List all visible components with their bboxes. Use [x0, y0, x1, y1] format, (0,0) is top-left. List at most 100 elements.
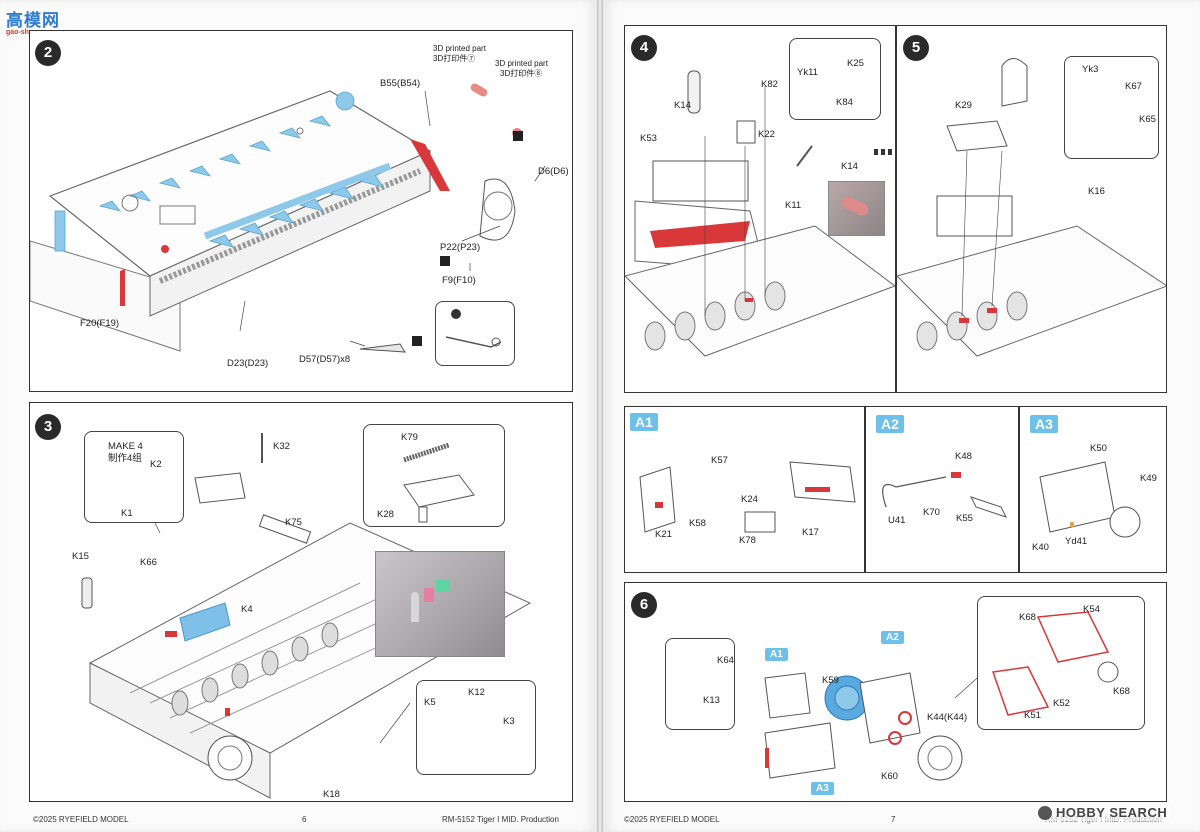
label-k67: K67	[1125, 81, 1142, 92]
label-k17: K17	[802, 527, 819, 538]
label-k55: K55	[956, 513, 973, 524]
footer-left-page-number: 6	[302, 815, 307, 824]
label-k16: K16	[1088, 186, 1105, 197]
bolt-detail-drawing	[445, 309, 502, 348]
footer-left-product: RM-5152 Tiger I MID. Production	[442, 815, 559, 824]
step-4-number: 4	[631, 35, 657, 61]
label-printed-part-1-cn: 3D打印件⑦	[433, 54, 476, 63]
step-6-k54-inset	[977, 596, 1145, 730]
step-3-panel: 3	[29, 402, 573, 802]
label-k13: K13	[703, 695, 720, 706]
label-k14-top: K14	[674, 100, 691, 111]
label-yk3: Yk3	[1082, 64, 1099, 75]
label-k65: K65	[1139, 114, 1156, 125]
a3-illustration	[1039, 461, 1141, 538]
label-k4: K4	[241, 604, 253, 615]
label-yk11: Yk11	[797, 67, 818, 78]
photo-pink-part	[424, 588, 434, 602]
label-k32: K32	[273, 441, 290, 452]
label-k44: K44(K44)	[927, 712, 968, 723]
label-printed-part-2-cn: 3D打印件⑧	[500, 69, 543, 78]
label-d6: D6(D6)	[538, 166, 569, 177]
step-3-k79-inset	[363, 424, 505, 527]
step-6-k64-inset	[665, 638, 735, 730]
label-k3: K3	[503, 716, 515, 727]
footer-left-copyright: ©2025 RYEFIELD MODEL	[33, 815, 129, 824]
label-k28: K28	[377, 509, 394, 520]
step-2-panel: 2	[29, 30, 573, 392]
label-printed-part-2: 3D printed part	[495, 59, 548, 68]
label-k68-right: K68	[1113, 686, 1130, 697]
label-b55: B55(B54)	[380, 78, 421, 89]
label-k57: K57	[711, 455, 728, 466]
label-k54: K54	[1083, 604, 1100, 615]
label-d23: D23(D23)	[227, 358, 269, 369]
label-k50: K50	[1090, 443, 1107, 454]
label-k1: K1	[121, 508, 133, 519]
a1-illustration	[639, 461, 856, 533]
label-p22: P22(P23)	[440, 242, 481, 253]
step-5-seat-inset	[1064, 56, 1159, 159]
k79-k28-drawing	[403, 442, 475, 523]
label-k48: K48	[955, 451, 972, 462]
label-k15: K15	[72, 551, 89, 562]
step-3-k12-inset	[416, 680, 536, 775]
hobby-search-logo: HOBBY SEARCH	[1035, 804, 1171, 821]
a2-illustration	[882, 472, 1007, 518]
label-make4: MAKE 4	[108, 441, 143, 452]
label-k21: K21	[655, 529, 672, 540]
label-k29: K29	[955, 100, 972, 111]
photo-shell	[411, 592, 419, 622]
step-6-a1-tag: A1	[765, 648, 788, 661]
label-k79: K79	[401, 432, 418, 443]
subassembly-a1-panel: A1 K57 K24 K58 K21 K78 K17	[624, 406, 865, 573]
label-k40: K40	[1032, 542, 1049, 553]
a2-tag: A2	[876, 415, 904, 433]
label-k75: K75	[285, 517, 302, 528]
reference-photo	[375, 551, 505, 657]
label-k58: K58	[689, 518, 706, 529]
label-k66: K66	[140, 557, 157, 568]
label-d57: D57(D57)x8	[299, 354, 351, 365]
label-make4-cn: 制作4组	[108, 453, 142, 464]
watermark-name: 高模网	[6, 11, 60, 30]
label-k12: K12	[468, 687, 485, 698]
step-6-number: 6	[631, 592, 657, 618]
subassembly-a2-panel: A2 K48 U41 K70 K55	[865, 406, 1019, 573]
step-5-illustration	[897, 58, 1166, 357]
footer-right-copyright: ©2025 RYEFIELD MODEL	[624, 815, 720, 824]
label-k2: K2	[150, 459, 162, 470]
step-4-reference-photo	[828, 181, 885, 236]
label-k78: K78	[739, 535, 756, 546]
step-6-panel: 6 A1 A2 A3 K64 K13 K59 K44(K44) K60 K68 …	[624, 582, 1167, 802]
label-k60: K60	[881, 771, 898, 782]
step-2-illustration	[30, 83, 546, 353]
label-f9: F9(F10)	[442, 275, 476, 286]
label-k49: K49	[1140, 473, 1157, 484]
step-5-panel: 5 K29 Yk3 K67 K65 K16	[896, 25, 1167, 393]
a3-tag: A3	[1030, 415, 1058, 433]
photo-k14-part	[839, 194, 871, 218]
label-f20: F20(F19)	[80, 318, 120, 329]
label-k14-photo: K14	[841, 161, 858, 172]
k54-detail-drawing	[991, 611, 1119, 716]
page-gutter	[597, 0, 603, 832]
label-k51: K51	[1024, 710, 1041, 721]
label-k82: K82	[761, 79, 778, 90]
label-k52: K52	[1053, 698, 1070, 709]
step-6-a3-tag: A3	[811, 782, 834, 795]
label-k64: K64	[717, 655, 734, 666]
step-4-yk11-inset	[789, 38, 881, 120]
label-k53: K53	[640, 133, 657, 144]
step-5-number: 5	[903, 35, 929, 61]
label-k11: K11	[785, 200, 802, 211]
label-k24: K24	[741, 494, 758, 505]
step-3-number: 3	[35, 414, 61, 440]
photo-highlight-part	[436, 580, 450, 592]
label-k5: K5	[424, 697, 436, 708]
step-6-illustration	[764, 652, 1006, 781]
a1-tag: A1	[630, 413, 658, 431]
label-k18: K18	[323, 789, 340, 800]
step-2-number: 2	[35, 40, 61, 66]
step-4-illustration	[625, 70, 895, 357]
